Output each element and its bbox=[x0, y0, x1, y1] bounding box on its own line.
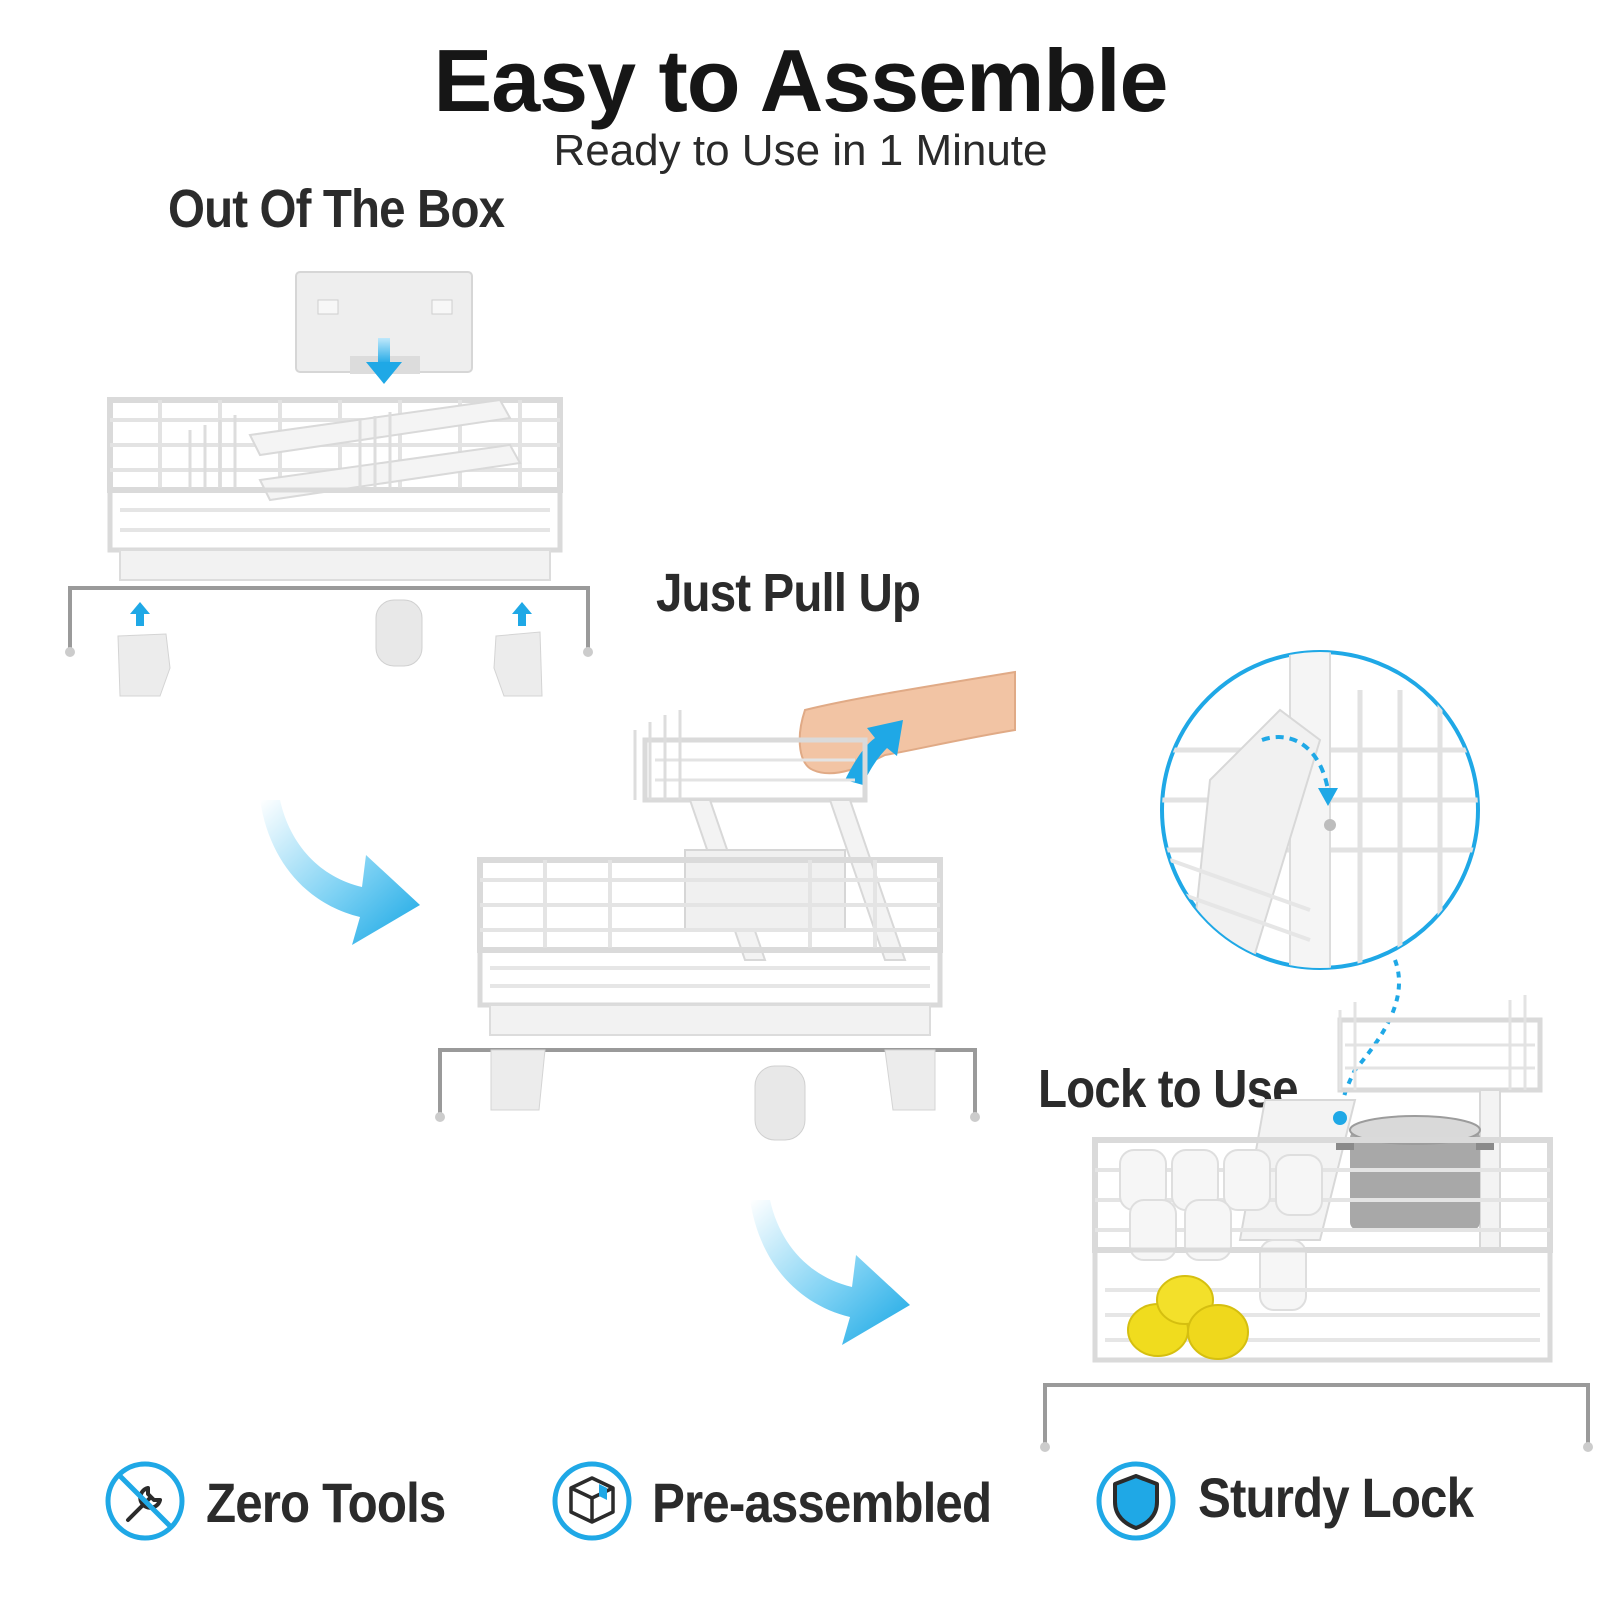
box-icon bbox=[552, 1461, 632, 1541]
feature-label-pre-assembled: Pre-assembled bbox=[652, 1471, 992, 1534]
lock-detail-zoom bbox=[1160, 650, 1480, 1113]
curved-arrow-2 bbox=[750, 1200, 910, 1345]
feature-label-zero-tools: Zero Tools bbox=[206, 1471, 446, 1534]
step-label-out-of-box: Out Of The Box bbox=[168, 179, 505, 239]
step-label-lock-to-use: Lock to Use bbox=[1038, 1059, 1299, 1119]
rack-illustration-lock-to-use bbox=[1040, 995, 1593, 1452]
rack-illustration-out-of-box bbox=[65, 271, 593, 697]
page-title: Easy to Assemble bbox=[433, 31, 1169, 130]
page-subtitle: Ready to Use in 1 Minute bbox=[553, 126, 1048, 175]
feature-label-sturdy-lock: Sturdy Lock bbox=[1198, 1466, 1474, 1529]
no-tools-icon bbox=[105, 1461, 185, 1541]
rack-illustration-pull-up bbox=[435, 670, 1016, 1141]
shield-icon bbox=[1096, 1461, 1176, 1541]
step-label-just-pull-up: Just Pull Up bbox=[656, 563, 921, 623]
curved-arrow-1 bbox=[260, 800, 420, 945]
